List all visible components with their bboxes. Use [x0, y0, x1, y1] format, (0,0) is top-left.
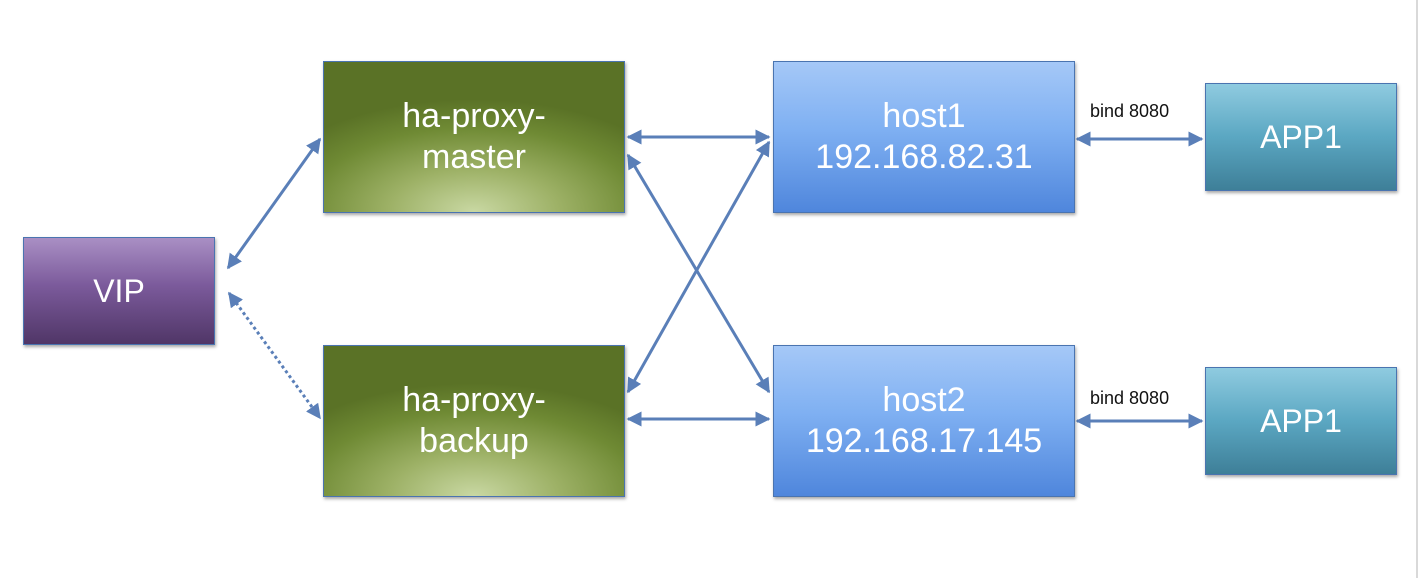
host2-node[interactable]: host2 192.168.17.145 — [773, 345, 1075, 497]
ha-proxy-master-label-line2: master — [422, 138, 526, 176]
host2-name: host2 — [882, 381, 966, 420]
bind-8080-label-top: bind 8080 — [1090, 101, 1170, 121]
ha-proxy-backup-label-line1: ha-proxy- — [402, 381, 546, 420]
host1-ip: 192.168.82.31 — [815, 138, 1033, 176]
edge-vip-to-proxy-master — [226, 137, 322, 270]
ha-proxy-backup-node[interactable]: ha-proxy- backup — [323, 345, 625, 497]
host1-node[interactable]: host1 192.168.82.31 — [773, 61, 1075, 213]
bind-8080-label-bottom: bind 8080 — [1090, 388, 1170, 408]
host2-ip: 192.168.17.145 — [805, 422, 1043, 460]
vip-node[interactable]: VIP — [23, 237, 215, 345]
host1-name: host1 — [882, 97, 966, 136]
app1-top-label: APP1 — [1260, 118, 1342, 155]
app1-bottom-label: APP1 — [1260, 402, 1342, 439]
right-edge-divider — [1416, 0, 1418, 578]
ha-proxy-master-label-line1: ha-proxy- — [402, 97, 546, 136]
edge-vip-to-proxy-backup — [227, 291, 322, 420]
ha-proxy-backup-label-line2: backup — [419, 422, 529, 460]
app1-node-top[interactable]: APP1 — [1205, 83, 1397, 191]
app1-node-bottom[interactable]: APP1 — [1205, 367, 1397, 475]
ha-proxy-master-node[interactable]: ha-proxy- master — [323, 61, 625, 213]
vip-label: VIP — [93, 272, 145, 309]
edge-proxy-backup-to-host1 — [626, 140, 771, 394]
